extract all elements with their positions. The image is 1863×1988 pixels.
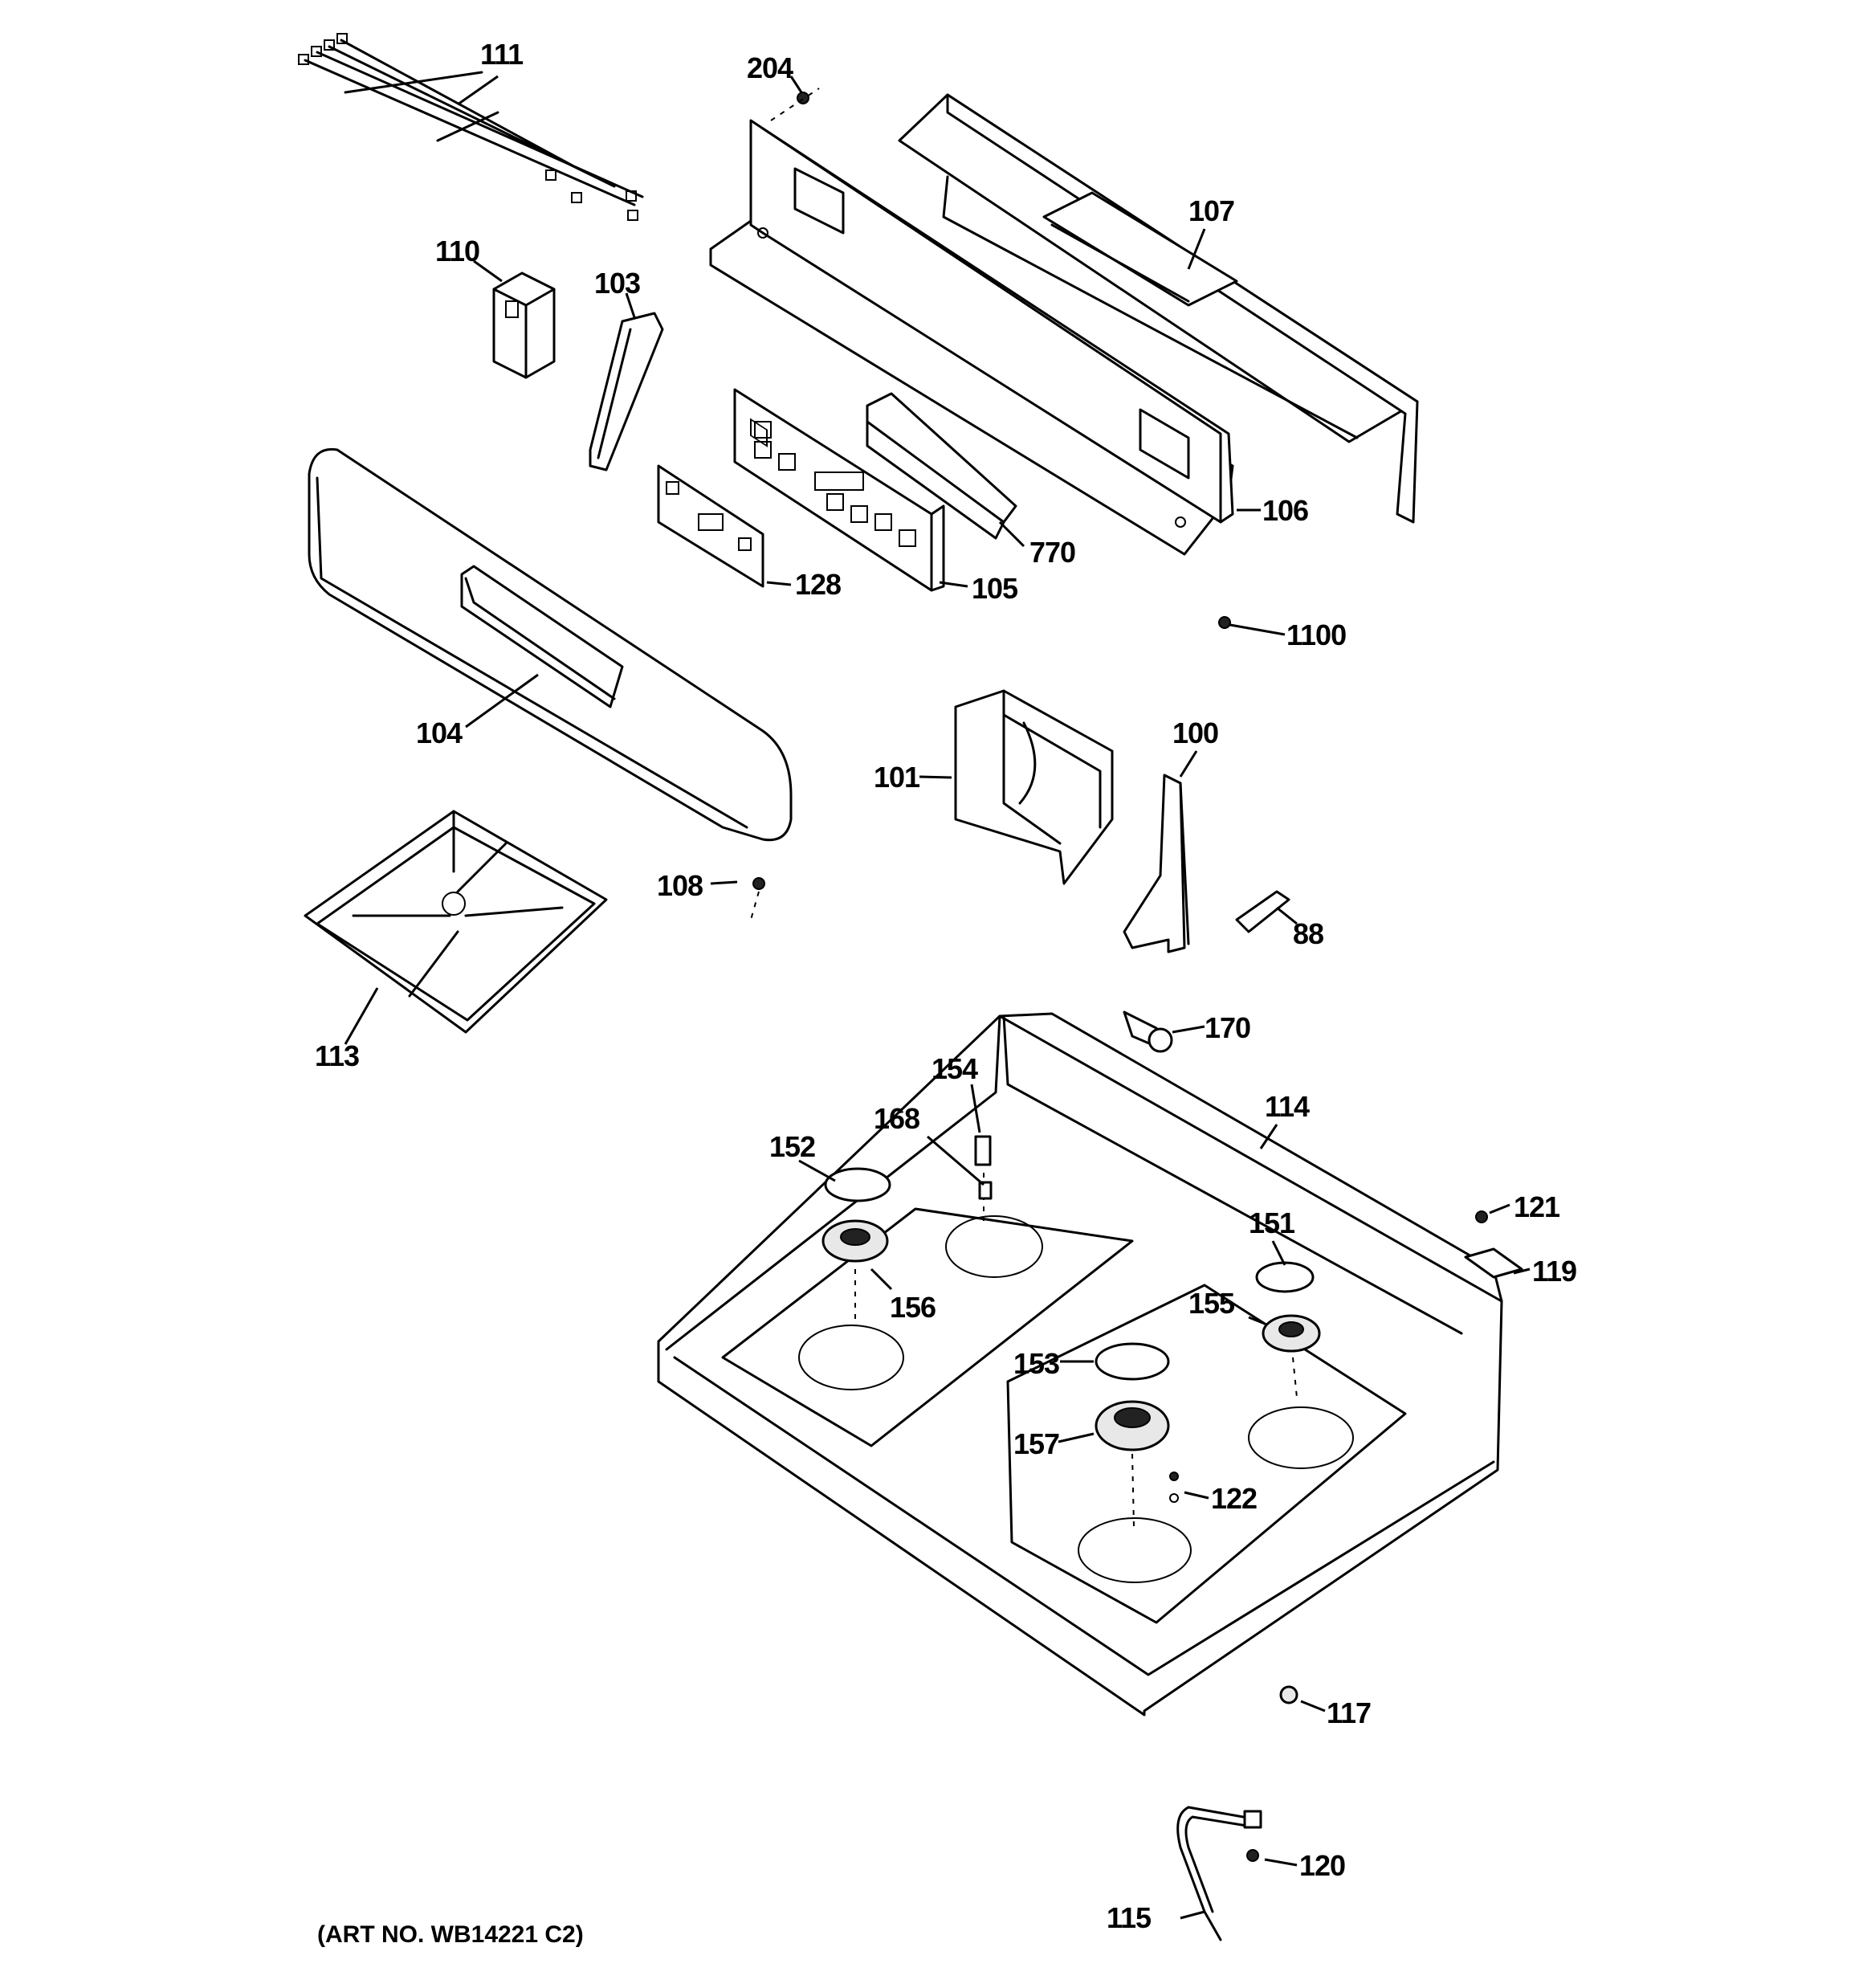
part-121-screw [1475, 1210, 1488, 1223]
part-88-clip [1235, 890, 1290, 933]
part-157-burner-head [1095, 1400, 1170, 1527]
part-111-wire-harness [298, 33, 644, 221]
label-170: 170 [1205, 1011, 1250, 1044]
part-110-relay [492, 271, 556, 379]
label-101: 101 [874, 761, 920, 794]
part-120-nut [1246, 1849, 1259, 1862]
label-110: 110 [435, 235, 479, 267]
part-103-bracket [589, 312, 664, 471]
art-number: (ART NO. WB14221 C2) [317, 1921, 584, 1948]
label-156: 156 [890, 1291, 936, 1324]
part-1100-screw [1218, 616, 1231, 629]
label-128: 128 [795, 568, 841, 601]
part-770-bracket [866, 392, 1017, 540]
part-108-screw [750, 877, 765, 921]
part-106-backguard [709, 119, 1234, 556]
part-151-burner-cap [1255, 1261, 1315, 1293]
label-157: 157 [1013, 1427, 1059, 1460]
label-115: 115 [1107, 1901, 1152, 1934]
label-120: 120 [1299, 1849, 1345, 1882]
leader-lines [344, 75, 1531, 1920]
part-155-burner-head [1262, 1314, 1321, 1398]
part-101-bracket [954, 689, 1114, 885]
label-119: 119 [1532, 1255, 1576, 1288]
part-117-nut [1279, 1685, 1298, 1704]
part-119-bracket [1464, 1247, 1523, 1279]
label-88: 88 [1293, 917, 1323, 950]
label-155: 155 [1188, 1287, 1235, 1320]
part-105-control-board [733, 388, 945, 592]
label-113: 113 [315, 1039, 359, 1072]
label-104: 104 [416, 716, 463, 749]
label-106: 106 [1262, 494, 1308, 527]
label-770: 770 [1029, 536, 1075, 569]
label-117: 117 [1327, 1696, 1371, 1729]
label-103: 103 [594, 267, 640, 300]
label-108: 108 [657, 869, 703, 902]
label-204: 204 [747, 51, 793, 84]
part-100-bracket [1123, 774, 1190, 953]
label-121: 121 [1514, 1190, 1560, 1223]
part-114-cooktop [657, 1012, 1503, 1717]
part-122-screw [1169, 1472, 1179, 1503]
label-111: 111 [480, 38, 524, 71]
label-152: 152 [769, 1130, 815, 1163]
part-107-rear-cover [898, 93, 1419, 524]
label-151: 151 [1249, 1206, 1295, 1239]
part-204-screw [770, 88, 820, 121]
part-104-control-panel [308, 447, 793, 842]
part-113-grate [304, 810, 608, 1034]
label-1100: 1100 [1286, 618, 1346, 651]
part-labels: 111 204 107 110 103 106 770 128 105 1100… [315, 38, 1577, 1934]
part-168-part [978, 1181, 993, 1200]
label-168: 168 [874, 1102, 919, 1135]
label-114: 114 [1265, 1090, 1310, 1123]
part-153-burner-cap [1095, 1342, 1170, 1381]
part-152-burner-cap [824, 1167, 891, 1202]
part-128-overlay [657, 464, 764, 588]
part-115-tube [1176, 1806, 1262, 1941]
part-156-burner-head [821, 1219, 889, 1325]
label-105: 105 [972, 572, 1018, 605]
label-100: 100 [1172, 716, 1218, 749]
label-154: 154 [932, 1052, 978, 1085]
label-122: 122 [1211, 1482, 1257, 1515]
part-170-screw [1123, 1010, 1173, 1053]
label-153: 153 [1013, 1347, 1059, 1380]
label-107: 107 [1188, 194, 1234, 227]
